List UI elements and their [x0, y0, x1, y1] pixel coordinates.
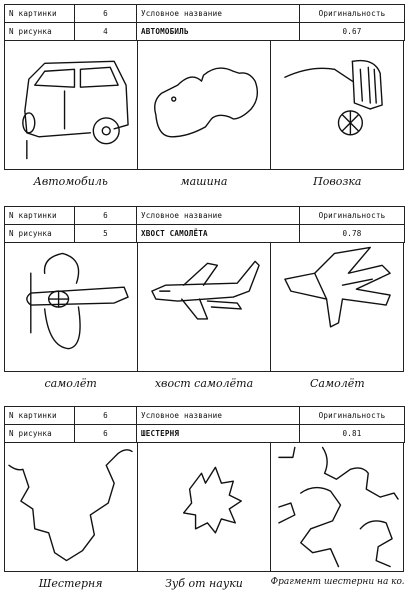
drawing-no-label: N рисунка [4, 424, 75, 443]
drawing-panel [138, 243, 271, 371]
picture-no-value: 6 [74, 206, 137, 225]
picture-no-label: N картинки [4, 206, 75, 225]
conditional-name-value: ШЕСТЕРНЯ [136, 424, 300, 443]
card-3-drawings [4, 443, 404, 572]
originality-value: 0.81 [299, 424, 405, 443]
card-2-captions: самолёт хвост самолёта Самолёт [4, 372, 404, 396]
drawing-no-label: N рисунка [4, 22, 75, 41]
drawing-caption: Повозка [313, 175, 362, 188]
drawing-no-value: 6 [74, 424, 137, 443]
picture-no-value: 6 [74, 406, 137, 425]
gear-wheel-icon [278, 446, 399, 568]
originality-label: Оригинальность [299, 206, 405, 225]
card-1-captions: Автомобиль машина Повозка [4, 170, 404, 194]
tooth-icon [182, 466, 242, 534]
airplane-side-icon [151, 260, 260, 320]
originality-label: Оригинальность [299, 4, 405, 23]
animal-blob-icon [154, 67, 259, 138]
card-2-header: N картинки 6 Условное название Оригиналь… [4, 206, 405, 243]
airplane-tail-icon [284, 246, 391, 328]
card-1: N картинки 6 Условное название Оригиналь… [4, 4, 405, 194]
card-2-drawings [4, 243, 404, 372]
card-3-captions: Шестерня Зуб от науки Фрагмент шестерни … [4, 572, 404, 596]
card-3: N картинки 6 Условное название Оригиналь… [4, 406, 405, 596]
drawing-panel [5, 243, 138, 371]
drawing-caption: хвост самолёта [154, 377, 254, 390]
drawing-caption: Фрагмент шестерни на колесе [270, 577, 404, 587]
drawing-caption: Зуб от науки [165, 577, 243, 590]
drawing-caption: Автомобиль [33, 175, 108, 188]
drawing-no-value: 5 [74, 224, 137, 243]
drawing-panel [271, 243, 404, 371]
conditional-name-label: Условное название [136, 4, 300, 23]
originality-label: Оригинальность [299, 406, 405, 425]
conditional-name-label: Условное название [136, 206, 300, 225]
gear-fragment-icon [8, 449, 133, 562]
drawing-no-value: 4 [74, 22, 137, 41]
picture-no-label: N картинки [4, 406, 75, 425]
airplane-front-icon [26, 252, 129, 350]
drawing-no-label: N рисунка [4, 224, 75, 243]
picture-no-value: 6 [74, 4, 137, 23]
drawing-panel [271, 443, 404, 571]
car-icon [22, 60, 129, 160]
drawing-panel [271, 41, 404, 169]
drawing-panel [5, 443, 138, 571]
drawing-panel [5, 41, 138, 169]
originality-value: 0.78 [299, 224, 405, 243]
conditional-name-value: АВТОМОБИЛЬ [136, 22, 300, 41]
originality-value: 0.67 [299, 22, 405, 41]
cart-icon [284, 59, 383, 136]
card-1-header: N картинки 6 Условное название Оригиналь… [4, 4, 405, 41]
drawing-panel [138, 443, 271, 571]
conditional-name-value: ХВОСТ САМОЛЁТА [136, 224, 300, 243]
drawing-caption: Шестерня [38, 577, 103, 590]
drawing-caption: Самолёт [309, 377, 365, 390]
drawing-caption: машина [180, 175, 228, 188]
conditional-name-label: Условное название [136, 406, 300, 425]
card-2: N картинки 6 Условное название Оригиналь… [4, 206, 405, 396]
drawing-caption: самолёт [44, 377, 97, 390]
card-3-header: N картинки 6 Условное название Оригиналь… [4, 406, 405, 443]
picture-no-label: N картинки [4, 4, 75, 23]
drawing-panel [138, 41, 271, 169]
card-1-drawings [4, 41, 404, 170]
